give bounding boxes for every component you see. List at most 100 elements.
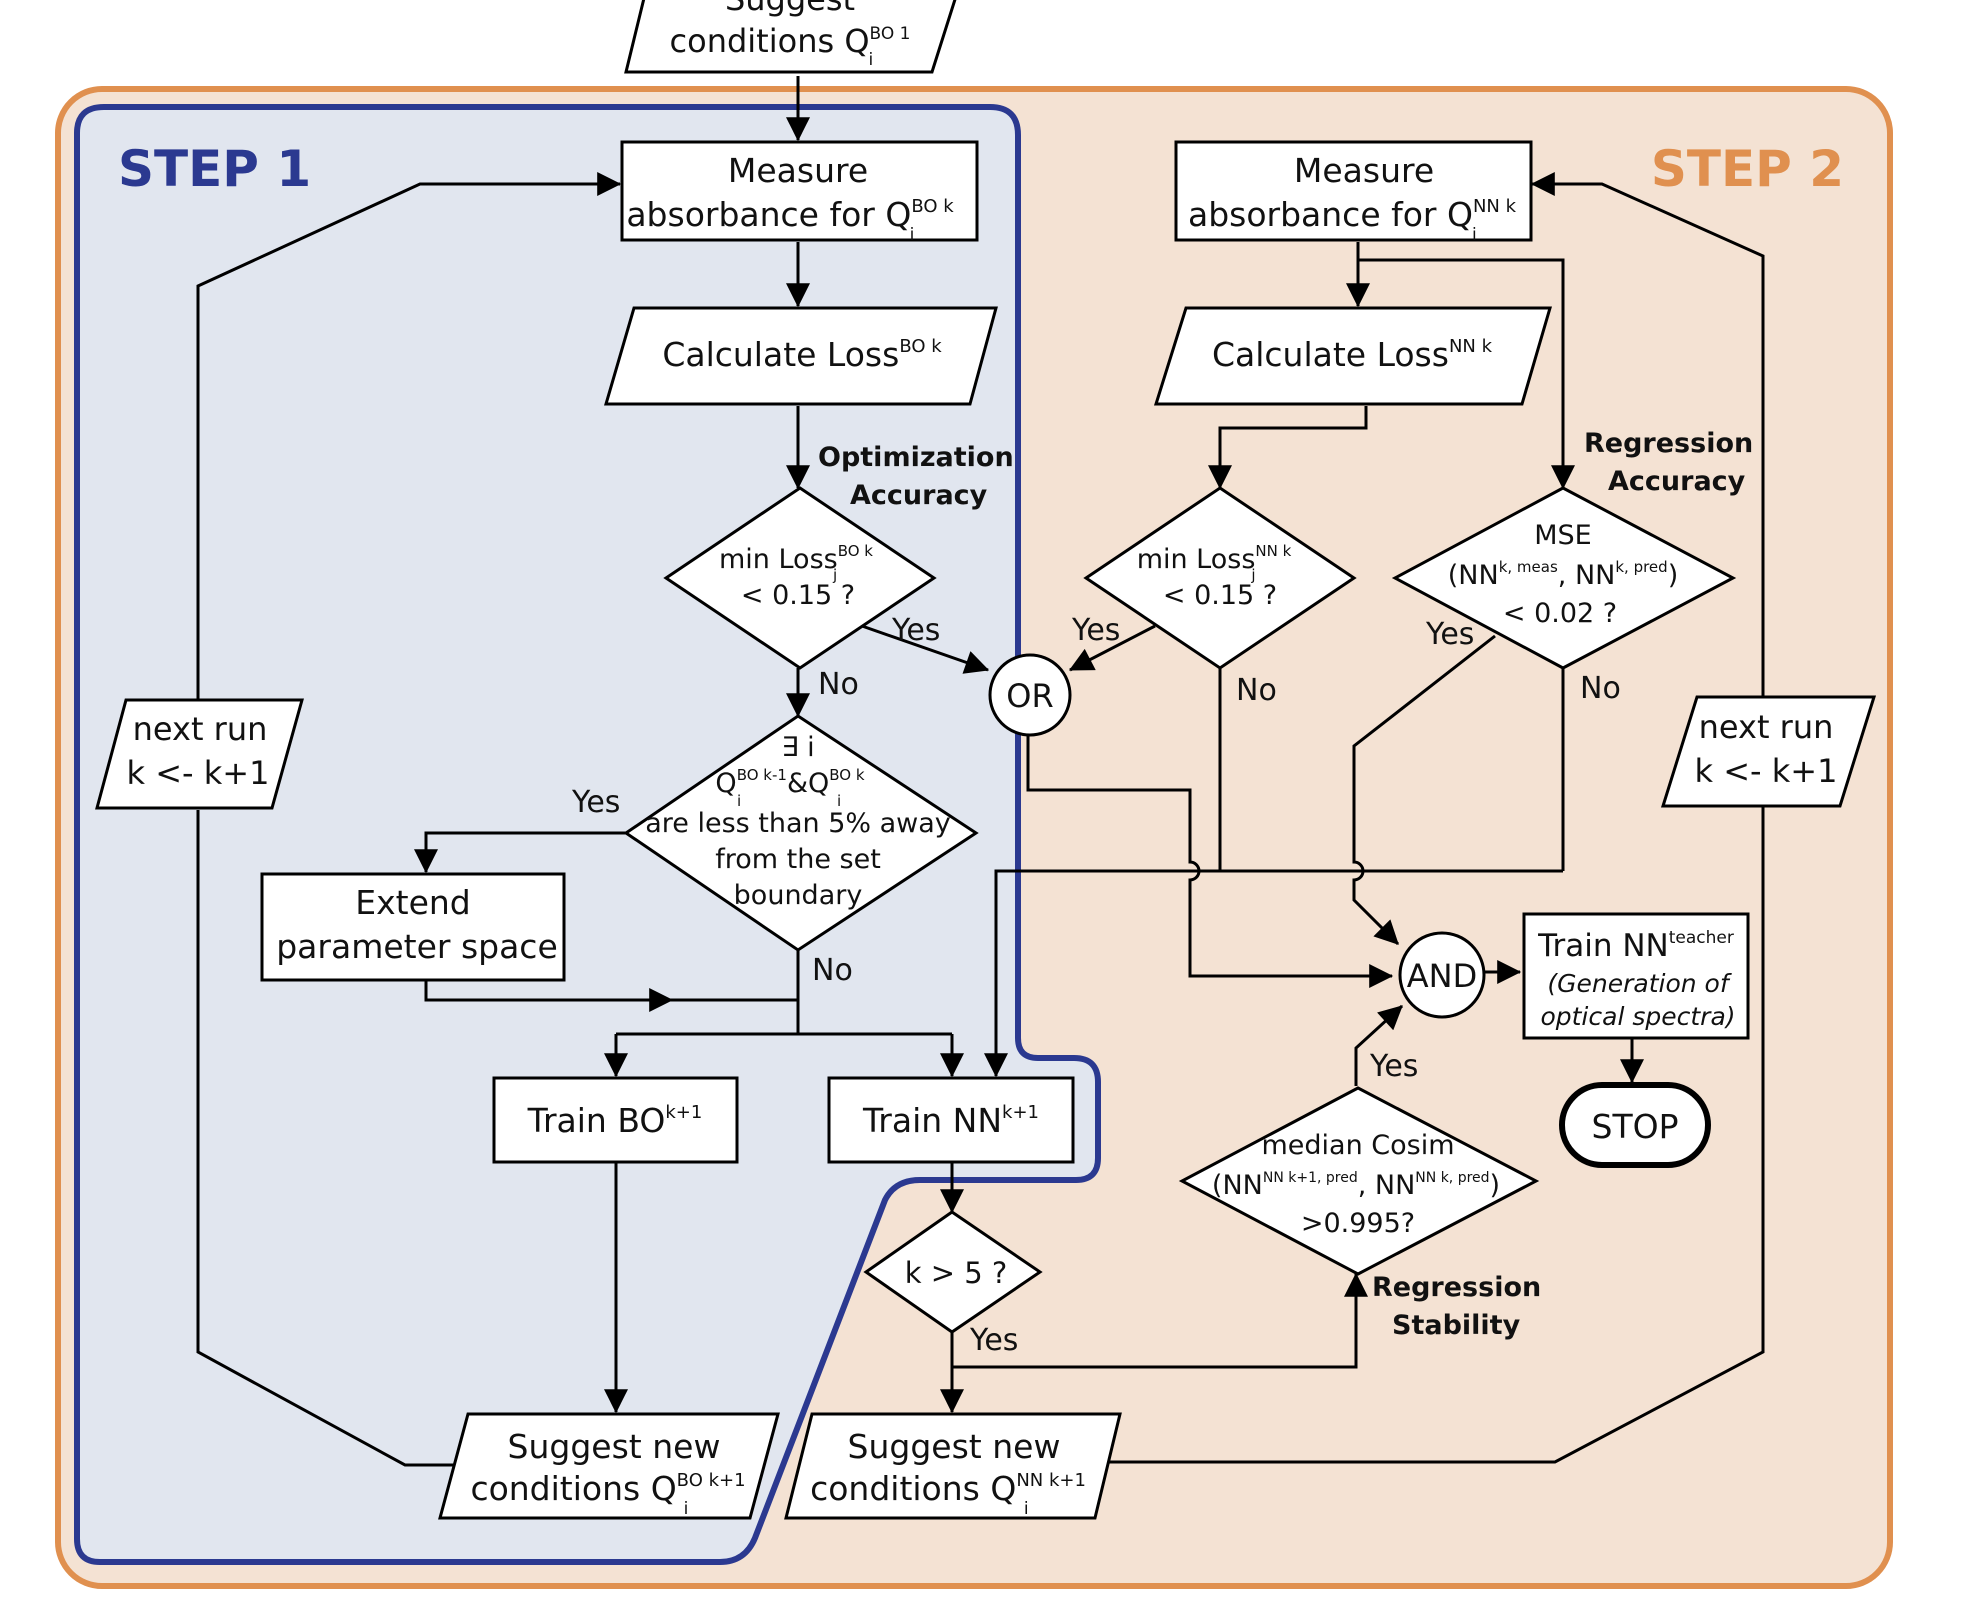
nn-measure-line2-sup: NN k <box>1473 196 1517 217</box>
bo-measure-line1: Measure <box>728 151 868 190</box>
edge-bo-min-yes-to-or <box>861 624 990 674</box>
next-run-right-shape <box>1660 695 1877 808</box>
start-shape <box>624 0 957 74</box>
bo-measure-line2-sup: BO k <box>911 196 954 217</box>
train-nn-shape <box>827 1076 1075 1164</box>
next-run-left-line2: k <- k+1 <box>127 754 270 792</box>
nn-suggest-shape <box>784 1412 1122 1520</box>
label-cosim-yes: Yes <box>1369 1049 1418 1084</box>
bo-min-line2: < 0.15 ? <box>741 580 855 611</box>
and-node: AND <box>1398 931 1486 1019</box>
label-boundary-yes: Yes <box>571 785 620 820</box>
train-nn-node: Train NNk+1 <box>827 1076 1075 1164</box>
train-teacher-line3: optical spectra) <box>1540 1002 1735 1031</box>
start-line2-prefix: conditions Q <box>670 22 870 60</box>
next-run-left-shape <box>95 698 304 810</box>
nn-loss-node: Calculate LossNN k <box>1153 306 1552 406</box>
label-boundary-no: No <box>812 953 853 988</box>
k-check-shape <box>863 1210 1043 1334</box>
boundary-shape <box>623 714 979 952</box>
bo-suggest-line1: Suggest new <box>508 1427 721 1466</box>
nn-min-line1-sup: NN k <box>1255 542 1291 560</box>
bo-suggest-line2-sub: i <box>684 1499 689 1519</box>
extend-line2: parameter space <box>276 927 558 966</box>
label-mse-yes: Yes <box>1425 617 1474 652</box>
mse-sup2: k, pred <box>1615 558 1667 576</box>
boundary-line2: QBO k-1&QBO k <box>715 766 864 799</box>
train-bo-text: Train BOk+1 <box>527 1101 703 1140</box>
nn-measure-line1: Measure <box>1294 151 1434 190</box>
cosim-decision: median Cosim (NNNN k+1, pred, NNNN k, pr… <box>1178 1086 1540 1276</box>
nn-min-shape <box>1083 486 1357 670</box>
step1-title: STEP 1 <box>118 140 311 198</box>
label-bo-min-no: No <box>818 667 859 702</box>
nn-loss-prefix: Calculate Loss <box>1212 335 1449 374</box>
nn-measure-shape <box>1174 140 1533 242</box>
nn-suggest-line1: Suggest new <box>848 1427 1061 1466</box>
edge-boundary-yes-to-extend <box>414 831 626 874</box>
mse-close: ) <box>1668 560 1679 591</box>
start-line1: Suggest <box>725 0 855 18</box>
train-teacher-node: Train NNteacher (Generation of optical s… <box>1522 912 1750 1040</box>
bo-min-line1-sub: j <box>832 566 837 584</box>
nn-loss-text: Calculate LossNN k <box>1212 335 1493 374</box>
bo-loss-sup: BO k <box>899 336 942 357</box>
and-shape <box>1398 931 1486 1019</box>
boundary-amp: & <box>787 768 808 799</box>
nn-loss-sup: NN k <box>1449 336 1493 357</box>
cosim-line2: (NNNN k+1, pred, NNNN k, pred) <box>1212 1170 1500 1201</box>
bo-min-line1-prefix: min Loss <box>719 544 838 575</box>
label-bo-min-yes: Yes <box>891 613 940 648</box>
edge-bo-loop <box>196 810 460 1467</box>
bo-loss-prefix: Calculate Loss <box>662 335 899 374</box>
edge-labels: Yes No Yes No Yes No Yes No Yes Yes <box>571 613 1621 1358</box>
nn-measure-line2-prefix: absorbance for Q <box>1188 195 1473 234</box>
k-check-decision: k > 5 ? <box>863 1210 1043 1334</box>
mse-shape <box>1391 486 1737 670</box>
boundary-q2: Q <box>808 768 829 799</box>
and-text: AND <box>1407 957 1477 995</box>
nn-suggest-line2-prefix: conditions Q <box>810 1469 1016 1508</box>
bo-suggest-line2-prefix: conditions Q <box>470 1469 676 1508</box>
stop-shape <box>1559 1082 1711 1168</box>
mse-comma: , NN <box>1558 560 1616 591</box>
edge-nn-measure-to-mse <box>1358 258 1575 490</box>
edge-nn-loss-to-min <box>1208 406 1368 490</box>
train-nn-text: Train NNk+1 <box>862 1101 1039 1140</box>
cosim-shape <box>1178 1086 1540 1276</box>
train-teacher-sup: teacher <box>1669 928 1734 948</box>
train-nn-prefix: Train NN <box>862 1101 1002 1140</box>
mse-open: (NN <box>1448 560 1499 591</box>
next-run-left-node: next run k <- k+1 <box>95 698 304 810</box>
next-run-right-line2: k <- k+1 <box>1695 752 1838 790</box>
regression-accuracy-line1: Regression <box>1584 428 1753 459</box>
edge-nn-loop <box>1105 807 1765 1464</box>
optimization-accuracy-line2: Accuracy <box>850 480 988 511</box>
nn-measure-node: Measure absorbance for QNN k i <box>1174 140 1533 245</box>
bo-loss-node: Calculate LossBO k <box>604 306 998 406</box>
label-k-yes: Yes <box>969 1323 1018 1358</box>
boundary-sub1: i <box>737 792 741 810</box>
nn-measure-line2-sub: i <box>1472 225 1477 245</box>
bo-suggest-line2: conditions QBO k+1 i <box>470 1469 745 1519</box>
nn-suggest-line2-sup: NN k+1 <box>1016 1470 1086 1491</box>
next-run-right-line1: next run <box>1699 708 1834 746</box>
train-teacher-line1: Train NNteacher <box>1537 928 1734 964</box>
connectors <box>196 76 1765 1467</box>
bo-measure-shape <box>620 140 979 242</box>
optimization-accuracy-line1: Optimization <box>818 442 1014 473</box>
bo-suggest-line2-sup: BO k+1 <box>677 1470 746 1491</box>
boundary-line4: from the set <box>715 844 881 875</box>
edge-no-to-train-nn <box>984 869 1563 1078</box>
stop-node: STOP <box>1559 1082 1711 1168</box>
edge-bo-loop-up <box>196 172 622 700</box>
edge-nn-loop-up <box>1530 172 1765 697</box>
start-node: Suggest conditions QBO 1i <box>624 0 957 74</box>
or-shape <box>988 653 1072 737</box>
